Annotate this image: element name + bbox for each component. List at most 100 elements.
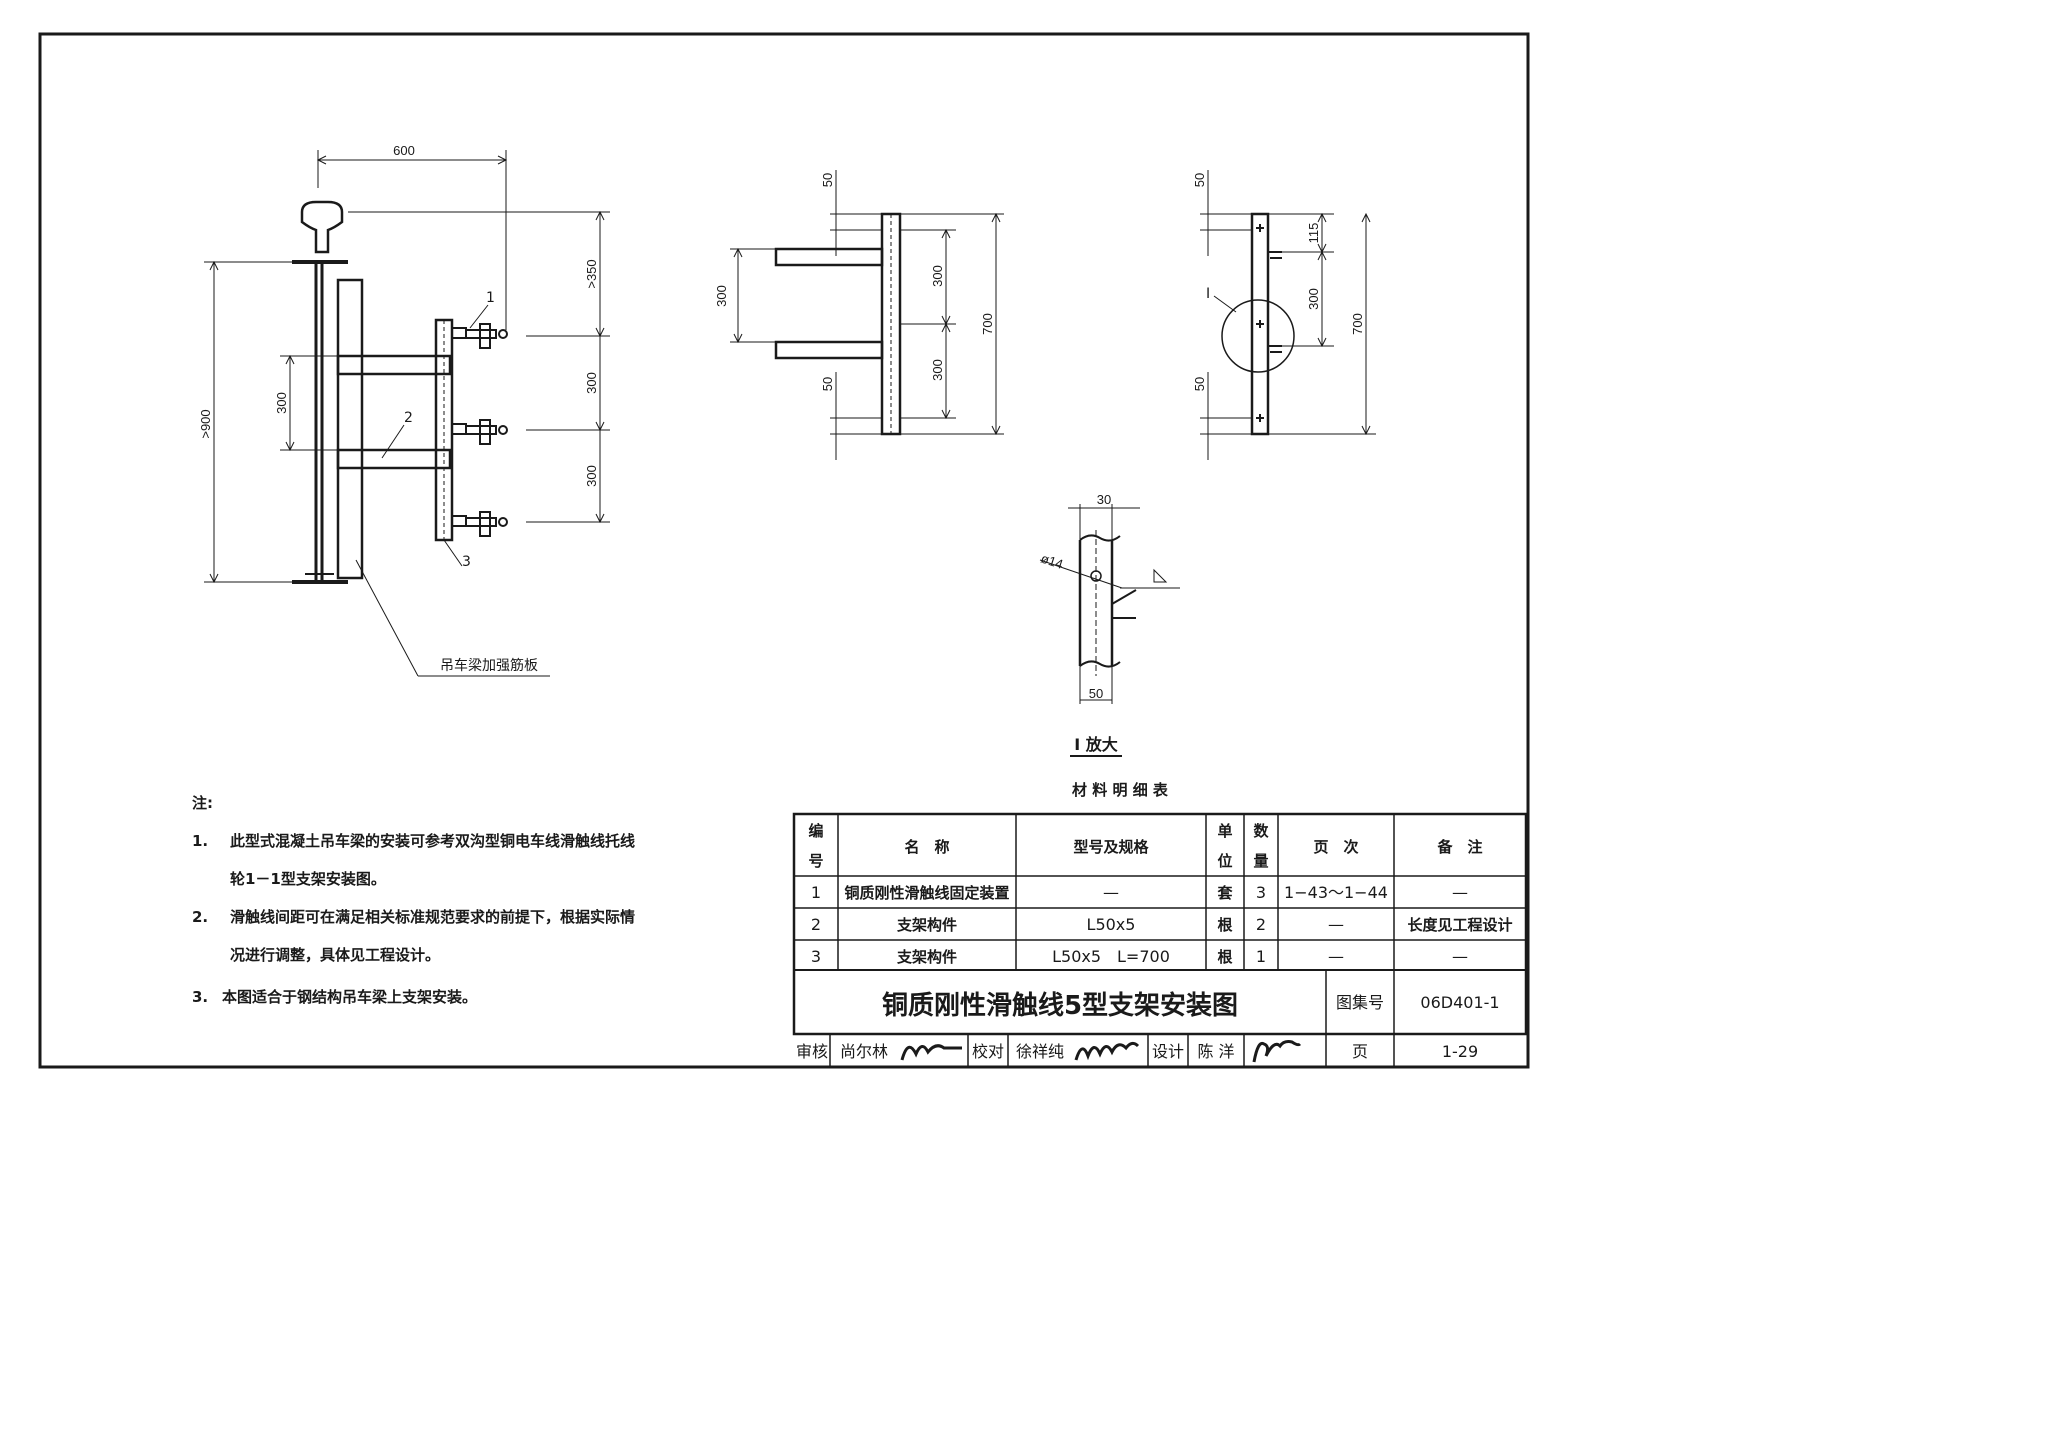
row3-spec: L50x5 L=700 <box>1052 947 1170 966</box>
mid-dim-50-top: 50 <box>820 173 835 187</box>
mid-dim-50-bottom: 50 <box>820 377 835 391</box>
atlas-number: 06D401-1 <box>1420 993 1499 1012</box>
mid-dim-300-a: 300 <box>930 265 945 287</box>
row2-remark: 长度见工程设计 <box>1407 916 1512 934</box>
dim-300-a: 300 <box>584 372 599 394</box>
row1-remark: — <box>1452 883 1468 902</box>
note-2-line2: 况进行调整，具体见工程设计。 <box>230 946 440 964</box>
review-label: 审核 <box>796 1042 828 1061</box>
note-2-line1: 滑触线间距可在满足相关标准规范要求的前提下，根据实际情 <box>230 908 635 926</box>
row3-no: 3 <box>811 947 821 966</box>
designer-name: 陈 洋 <box>1197 1042 1234 1061</box>
middle-vertical-angle <box>880 212 902 436</box>
row1-unit: 套 <box>1216 884 1233 902</box>
row2-qty: 2 <box>1256 915 1266 934</box>
row1-no: 1 <box>811 883 821 902</box>
note-1-line1: 此型式混凝土吊车梁的安装可参考双沟型铜电车线滑触线托线 <box>230 832 635 850</box>
th-remark: 备 注 <box>1436 838 1482 856</box>
row1-name: 铜质刚性滑触线固定装置 <box>844 884 1009 902</box>
middle-view: 300 50 50 300 300 700 <box>714 170 1004 460</box>
drawing-title: 铜质刚性滑触线5型支架安装图 <box>882 991 1238 1021</box>
callout-1: 1 <box>486 290 495 306</box>
checker-name: 徐祥纯 <box>1016 1042 1064 1061</box>
note-1-line2: 轮1－1型支架安装图。 <box>230 870 386 888</box>
detail-caption: I 放大 <box>1074 735 1118 754</box>
row2-no: 2 <box>811 915 821 934</box>
crane-rail <box>300 200 344 254</box>
detail-dim-hole: ø14 <box>1039 551 1065 572</box>
checker-signature <box>1074 1041 1140 1061</box>
arm-upper <box>336 354 452 376</box>
check-label: 校对 <box>972 1042 1004 1061</box>
row2-name: 支架构件 <box>896 916 957 934</box>
right-dim-50-top: 50 <box>1192 173 1207 187</box>
clamp-mid <box>451 419 508 445</box>
right-dim-700: 700 <box>1350 313 1365 335</box>
th-no-1: 编 <box>808 822 823 840</box>
row2-page: — <box>1328 915 1344 934</box>
th-unit-1: 单 <box>1217 822 1232 840</box>
right-vertical-angle <box>1250 212 1270 436</box>
atlas-label: 图集号 <box>1336 993 1384 1012</box>
dim-300-b: 300 <box>584 465 599 487</box>
row3-remark: — <box>1452 947 1468 966</box>
right-view: I 50 50 115 300 700 <box>1192 170 1376 460</box>
design-label: 设计 <box>1152 1042 1184 1061</box>
row3-name: 支架构件 <box>896 948 957 966</box>
designer-signature <box>1252 1040 1302 1063</box>
detail-dim-50: 50 <box>1089 686 1103 701</box>
mid-dim-700: 700 <box>980 313 995 335</box>
th-name: 名 称 <box>904 838 949 856</box>
note-3-line1: 本图适合于钢结构吊车梁上支架安装。 <box>222 988 477 1006</box>
th-page: 页 次 <box>1313 838 1358 856</box>
notes-heading: 注: <box>192 794 213 812</box>
stiffener-plate <box>336 278 364 580</box>
page-number: 1-29 <box>1442 1042 1478 1061</box>
mid-dim-300-left: 300 <box>714 285 729 307</box>
clamp-bottom <box>451 511 508 537</box>
row1-spec: — <box>1103 883 1119 902</box>
row3-qty: 1 <box>1256 947 1266 966</box>
notes: 注: 1. 此型式混凝土吊车梁的安装可参考双沟型铜电车线滑触线托线 轮1－1型支… <box>192 794 635 1006</box>
row1-qty: 3 <box>1256 883 1266 902</box>
vertical-angle <box>434 318 454 542</box>
dim-900: >900 <box>198 409 213 438</box>
materials-caption: 材 料 明 细 表 <box>1072 781 1169 799</box>
sheet-border <box>38 32 1530 1069</box>
dim-600: 600 <box>393 143 415 158</box>
clamp-top <box>451 323 508 349</box>
detail-circle <box>1221 299 1295 373</box>
right-dim-300: 300 <box>1306 288 1321 310</box>
row2-unit: 根 <box>1217 916 1232 934</box>
th-unit-2: 位 <box>1217 852 1232 870</box>
row1-page: 1−43～1−44 <box>1284 883 1388 902</box>
drawing-sheet: 600 <box>38 32 1530 1069</box>
note-2-num: 2. <box>192 908 208 926</box>
middle-arm-upper <box>774 247 884 267</box>
dim-350: >350 <box>584 259 599 288</box>
reviewer-name: 尚尔林 <box>840 1042 888 1061</box>
note-1-num: 1. <box>192 832 208 850</box>
right-dim-50-bottom: 50 <box>1192 377 1207 391</box>
row3-unit: 根 <box>1217 948 1232 966</box>
reviewer-signature <box>900 1044 962 1061</box>
callout-2: 2 <box>404 410 413 426</box>
mid-dim-300-b: 300 <box>930 359 945 381</box>
callout-3: 3 <box>462 554 471 570</box>
middle-arm-lower <box>774 340 884 360</box>
th-no-2: 号 <box>808 852 823 870</box>
callout-plate: 吊车梁加强筋板 <box>440 657 538 674</box>
dim-300-c: 300 <box>274 392 289 414</box>
detail-view: 30 ø14 50 I 放大 <box>1039 492 1180 757</box>
th-qty-1: 数 <box>1253 822 1269 840</box>
detail-marker-i: I <box>1206 286 1210 302</box>
left-view: 600 <box>198 143 610 677</box>
detail-dim-30: 30 <box>1097 492 1111 507</box>
row3-page: — <box>1328 947 1344 966</box>
page-label: 页 <box>1352 1042 1368 1061</box>
note-3-num: 3. <box>192 988 208 1006</box>
row2-spec: L50x5 <box>1087 915 1136 934</box>
right-dim-115: 115 <box>1306 223 1321 244</box>
th-spec: 型号及规格 <box>1073 838 1149 856</box>
th-qty-2: 量 <box>1253 852 1268 870</box>
